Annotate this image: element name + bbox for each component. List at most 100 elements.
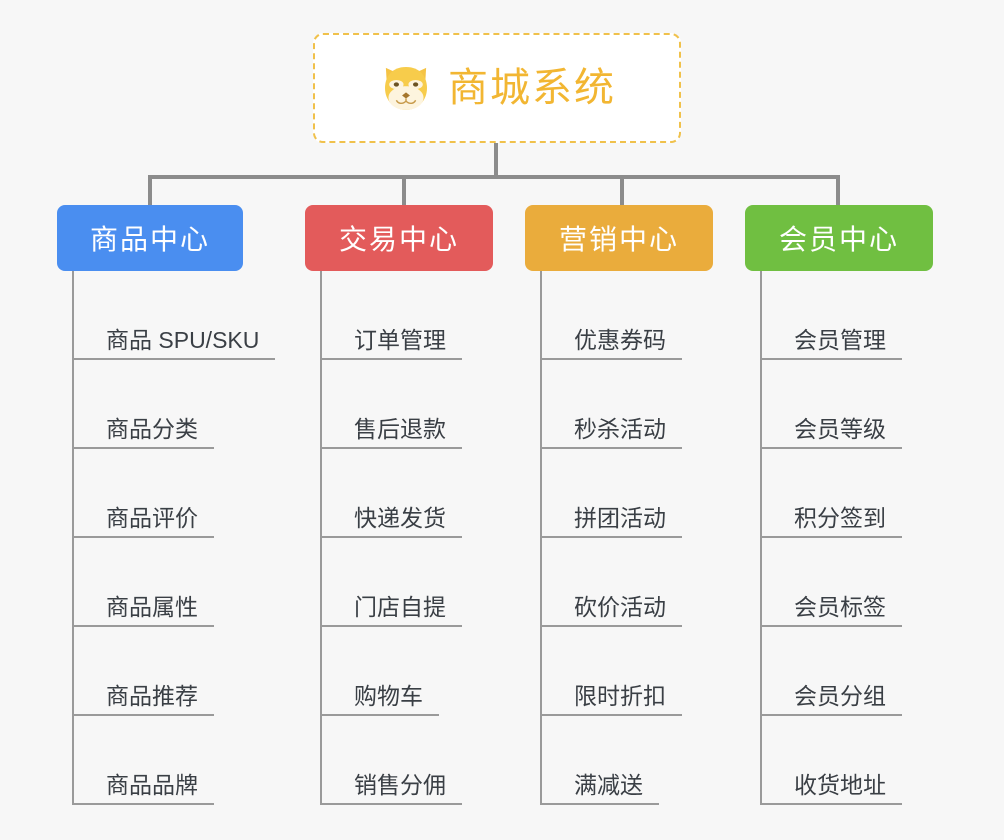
list-item[interactable]: 商品 SPU/SKU — [72, 271, 275, 360]
list-item[interactable]: 商品属性 — [72, 538, 243, 627]
root-node[interactable]: 商城系统 — [313, 33, 681, 143]
list-item-rule — [320, 447, 462, 449]
list-item[interactable]: 拼团活动 — [540, 449, 713, 538]
list-item-label: 商品 SPU/SKU — [106, 326, 260, 353]
list-item[interactable]: 快递发货 — [320, 449, 493, 538]
list-item[interactable]: 购物车 — [320, 627, 493, 716]
list-item[interactable]: 商品推荐 — [72, 627, 243, 716]
list-item[interactable]: 订单管理 — [320, 271, 493, 360]
list-item-label: 会员标签 — [794, 593, 886, 620]
list-item-label: 门店自提 — [354, 593, 446, 620]
connector-drop-0 — [148, 175, 152, 207]
list-item-label: 满减送 — [574, 771, 643, 798]
list-item-rule — [760, 536, 902, 538]
category-items-1: 订单管理 售后退款 快递发货 门店自提 购物车 销售分佣 — [320, 271, 493, 805]
trunk-line — [320, 271, 322, 805]
category-header-3[interactable]: 会员中心 — [745, 205, 933, 271]
category-header-0[interactable]: 商品中心 — [57, 205, 243, 271]
trunk-line — [72, 271, 74, 805]
list-item[interactable]: 会员标签 — [760, 538, 933, 627]
list-item[interactable]: 会员等级 — [760, 360, 933, 449]
connector-horizontal-bar — [150, 175, 840, 179]
list-item[interactable]: 销售分佣 — [320, 716, 493, 805]
list-item-label: 商品分类 — [106, 415, 198, 442]
list-item[interactable]: 满减送 — [540, 716, 713, 805]
list-item-rule — [540, 447, 682, 449]
category-header-label: 会员中心 — [778, 224, 899, 255]
list-item[interactable]: 秒杀活动 — [540, 360, 713, 449]
list-item[interactable]: 售后退款 — [320, 360, 493, 449]
category-column-3: 会员中心 会员管理 会员等级 积分签到 会员标签 会员分组 — [745, 205, 933, 805]
list-item[interactable]: 商品分类 — [72, 360, 243, 449]
list-item-label: 限时折扣 — [574, 682, 666, 709]
list-item-rule — [320, 803, 462, 805]
list-item[interactable]: 会员分组 — [760, 627, 933, 716]
category-header-1[interactable]: 交易中心 — [305, 205, 493, 271]
list-item-rule — [760, 625, 902, 627]
list-item[interactable]: 优惠券码 — [540, 271, 713, 360]
list-item-label: 砍价活动 — [574, 593, 666, 620]
list-item[interactable]: 收货地址 — [760, 716, 933, 805]
category-column-0: 商品中心 商品 SPU/SKU 商品分类 商品评价 商品属性 商品推荐 — [57, 205, 275, 805]
list-item-label: 快递发货 — [354, 504, 446, 531]
trunk-line — [760, 271, 762, 805]
list-item-rule — [72, 714, 214, 716]
list-item-rule — [760, 447, 902, 449]
list-item-label: 购物车 — [354, 682, 423, 709]
connector-drop-2 — [620, 175, 624, 207]
category-header-2[interactable]: 营销中心 — [525, 205, 713, 271]
list-item-rule — [72, 358, 275, 360]
category-header-label: 交易中心 — [338, 224, 459, 255]
list-item-rule — [320, 714, 439, 716]
list-item[interactable]: 门店自提 — [320, 538, 493, 627]
list-item-rule — [320, 358, 462, 360]
category-header-label: 营销中心 — [558, 224, 679, 255]
category-header-label: 商品中心 — [89, 224, 210, 255]
list-item-rule — [72, 536, 214, 538]
list-item-label: 积分签到 — [794, 504, 886, 531]
list-item-label: 优惠券码 — [574, 326, 666, 353]
shiba-dog-icon — [385, 67, 427, 110]
list-item-rule — [540, 536, 682, 538]
category-column-2: 营销中心 优惠券码 秒杀活动 拼团活动 砍价活动 限时折扣 — [525, 205, 713, 805]
category-items-0: 商品 SPU/SKU 商品分类 商品评价 商品属性 商品推荐 商品品牌 — [72, 271, 275, 805]
root-title: 商城系统 — [448, 66, 616, 110]
list-item-label: 商品属性 — [106, 593, 198, 620]
list-item-label: 会员等级 — [794, 415, 886, 442]
list-item[interactable]: 砍价活动 — [540, 538, 713, 627]
list-item-rule — [540, 625, 682, 627]
list-item-rule — [72, 447, 214, 449]
list-item-label: 商品品牌 — [106, 771, 198, 798]
list-item-rule — [320, 536, 462, 538]
list-item-label: 销售分佣 — [354, 771, 446, 798]
list-item-rule — [320, 625, 462, 627]
list-item[interactable]: 商品评价 — [72, 449, 243, 538]
list-item-label: 秒杀活动 — [574, 415, 666, 442]
list-item-label: 商品评价 — [106, 504, 198, 531]
list-item-label: 收货地址 — [794, 771, 886, 798]
list-item[interactable]: 积分签到 — [760, 449, 933, 538]
list-item-rule — [540, 803, 659, 805]
list-item-label: 会员分组 — [794, 682, 886, 709]
category-items-2: 优惠券码 秒杀活动 拼团活动 砍价活动 限时折扣 满减送 — [540, 271, 713, 805]
list-item[interactable]: 会员管理 — [760, 271, 933, 360]
list-item-rule — [540, 358, 682, 360]
list-item-label: 订单管理 — [354, 326, 446, 353]
list-item[interactable]: 商品品牌 — [72, 716, 243, 805]
category-column-1: 交易中心 订单管理 售后退款 快递发货 门店自提 购物车 — [305, 205, 493, 805]
list-item-rule — [760, 358, 902, 360]
connector-stem — [494, 143, 498, 177]
list-item-label: 拼团活动 — [574, 504, 666, 531]
list-item-label: 商品推荐 — [106, 682, 198, 709]
list-item-rule — [72, 803, 214, 805]
list-item-label: 会员管理 — [794, 326, 886, 353]
category-items-3: 会员管理 会员等级 积分签到 会员标签 会员分组 收货地址 — [760, 271, 933, 805]
list-item-rule — [540, 714, 682, 716]
connector-drop-3 — [836, 175, 840, 207]
list-item-label: 售后退款 — [354, 415, 446, 442]
list-item-rule — [760, 803, 902, 805]
list-item-rule — [760, 714, 902, 716]
list-item-rule — [72, 625, 214, 627]
list-item[interactable]: 限时折扣 — [540, 627, 713, 716]
